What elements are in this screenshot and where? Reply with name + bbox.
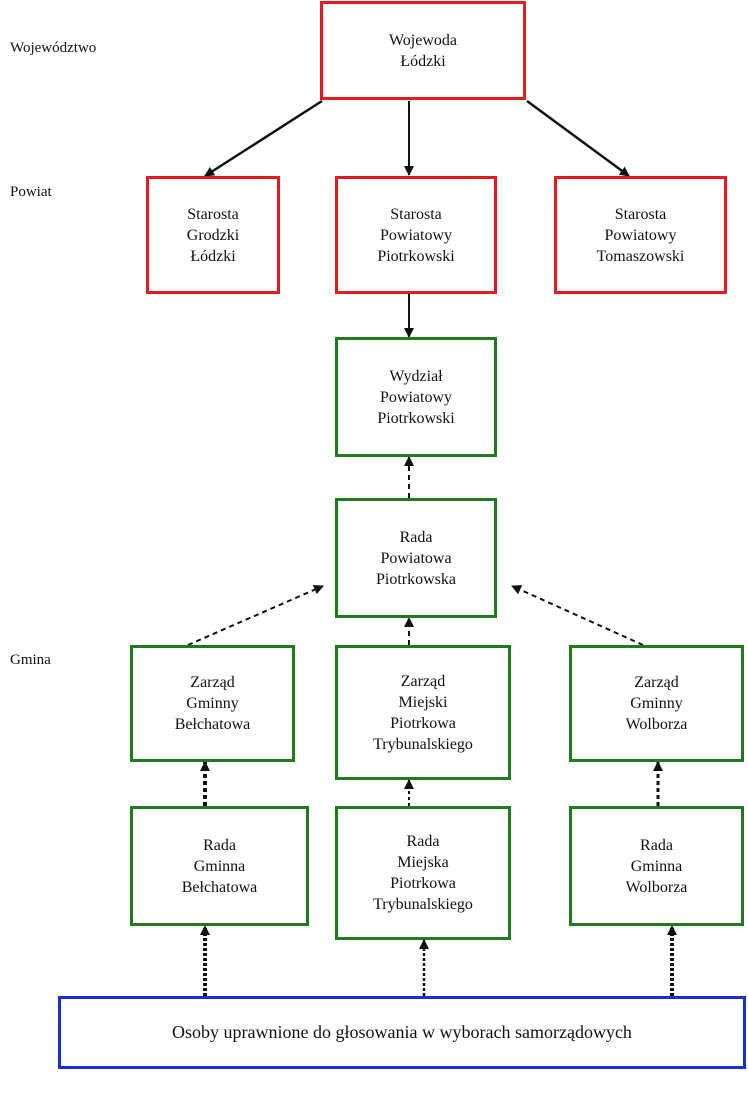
node-text-line: Rada	[640, 836, 673, 854]
node-text-line: Powiatowy	[380, 388, 452, 406]
node-text-line: Wolborza	[625, 716, 688, 733]
node-text-line: Zarząd	[190, 674, 235, 691]
node-text-line: Miejski	[398, 693, 448, 711]
node-text-line: Trybunalskiego	[373, 896, 473, 913]
node-text-line: Bełchatowa	[174, 716, 251, 733]
node-text-line: Tomaszowski	[596, 247, 685, 265]
node-text-line: Powiatowy	[380, 226, 452, 244]
node-text-line: Rada	[203, 836, 236, 854]
node-text-line: Łódzki	[190, 247, 236, 265]
level-label-wojewodztwo: Województwo	[10, 40, 97, 56]
node-text-line: Piotrkowska	[376, 570, 456, 588]
node-text-line: Piotrkowa	[390, 714, 456, 732]
node-text-line: Wolborza	[625, 878, 688, 896]
node-text-line: Gminna	[193, 857, 246, 875]
node-starosta-powiatowy-piotrkowski: Starosta Powiatowy Piotrkowski	[335, 176, 497, 294]
node-text-line: Powiatowy	[604, 226, 677, 244]
node-text-line: Piotrkowski	[377, 247, 455, 265]
node-wydzial-powiatowy: Wydział Powiatowy Piotrkowski	[335, 337, 497, 457]
node-zarzad-gminny-belchatowa: Zarząd Gminny Bełchatowa	[130, 645, 295, 762]
level-label-gmina: Gmina	[10, 652, 51, 668]
node-text-line: Grodzki	[186, 226, 240, 244]
node-rada-gminna-belchatowa: Rada Gminna Bełchatowa	[130, 806, 309, 926]
node-zarzad-miejski-piotrkowa: Zarząd Miejski Piotrkowa Trybunalskiego	[335, 645, 511, 780]
edge-wojewoda-to-starosta-lodzki	[204, 99, 323, 178]
edge-wojewoda-to-starosta-tomaszowski	[526, 99, 630, 178]
node-text-line: Starosta	[390, 205, 442, 223]
node-text-line: Łódzki	[400, 52, 446, 70]
node-text-line: Miejska	[397, 854, 449, 871]
node-text-line: Zarząd	[634, 674, 679, 691]
node-text-line: Wojewoda	[388, 31, 458, 49]
node-text-line: Trybunalskiego	[373, 735, 473, 753]
level-label-powiat: Powiat	[10, 184, 52, 200]
node-text-line: Piotrkowa	[390, 875, 456, 892]
node-text-line: Gminna	[630, 857, 683, 875]
node-text-line: Wydział	[389, 367, 443, 385]
node-text-line: Rada	[399, 528, 433, 546]
node-text-line: Zarząd	[400, 672, 446, 690]
node-zarzad-gminny-wolborza: Zarząd Gminny Wolborza	[569, 645, 744, 762]
node-text-line: Starosta	[614, 205, 667, 223]
node-text-line: Starosta	[187, 205, 239, 223]
node-voters: Osoby uprawnione do głosowania w wyborac…	[58, 996, 746, 1069]
node-rada-powiatowa: Rada Powiatowa Piotrkowska	[335, 498, 497, 618]
edge-zarzad-belchatowa-to-rada-powiatowa	[187, 585, 324, 646]
node-text-line: Gminny	[186, 695, 239, 712]
edge-zarzad-wolborza-to-rada-powiatowa	[511, 585, 644, 646]
node-starosta-powiatowy-tomaszowski: Starosta Powiatowy Tomaszowski	[554, 176, 727, 294]
node-text-line: Rada	[406, 833, 440, 850]
node-text-line: Powiatowa	[380, 549, 452, 567]
voters-label: Osoby uprawnione do głosowania w wyborac…	[172, 1022, 632, 1042]
node-starosta-grodzki-lodzki: Starosta Grodzki Łódzki	[146, 176, 280, 294]
node-rada-gminna-wolborza: Rada Gminna Wolborza	[569, 806, 744, 926]
node-rada-miejska-piotrkowa: Rada Miejska Piotrkowa Trybunalskiego	[335, 806, 511, 940]
node-text-line: Gminny	[630, 695, 683, 712]
node-text-line: Bełchatowa	[181, 878, 258, 896]
node-wojewoda: Wojewoda Łódzki	[320, 1, 526, 100]
node-text-line: Piotrkowski	[377, 409, 455, 427]
